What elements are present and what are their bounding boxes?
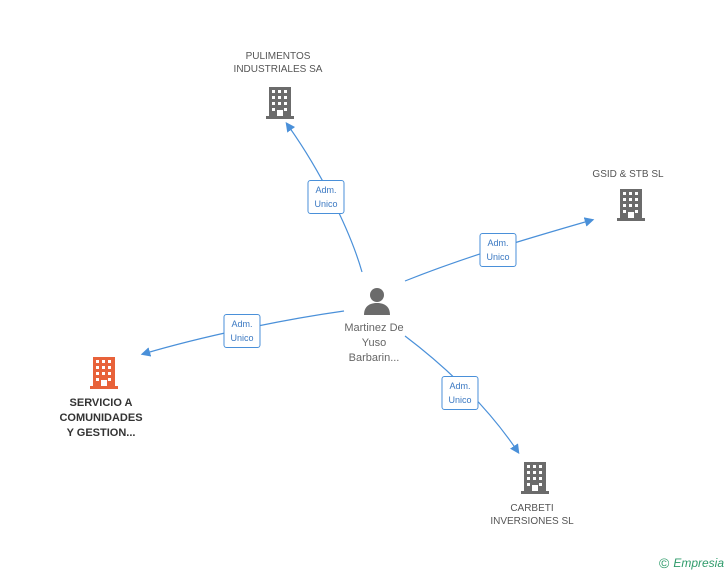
- building-icon[interactable]: [264, 86, 296, 119]
- person-label: Martinez De Yuso Barbarin...: [344, 322, 404, 364]
- company-label-servicio: SERVICIO A COMUNIDADES Y GESTION...: [59, 397, 143, 439]
- company-label-gsid: GSID & STB SL: [592, 169, 664, 180]
- building-icon[interactable]: [519, 461, 551, 494]
- edge-label-pulimentos[interactable]: Adm. Unico: [307, 180, 345, 214]
- brand-logo[interactable]: Empresia: [673, 556, 724, 570]
- company-label-pulimentos: PULIMENTOS INDUSTRIALES SA: [233, 51, 323, 75]
- person-icon[interactable]: [362, 286, 392, 316]
- edge-label-gsid[interactable]: Adm. Unico: [479, 233, 517, 267]
- company-label-carbeti: CARBETI INVERSIONES SL: [490, 503, 574, 527]
- edge-label-servicio[interactable]: Adm. Unico: [223, 314, 261, 348]
- footer-branding: © Empresia: [659, 555, 724, 571]
- building-icon-highlighted[interactable]: [88, 356, 120, 389]
- building-icon[interactable]: [615, 188, 647, 221]
- edge-label-carbeti[interactable]: Adm. Unico: [441, 376, 479, 410]
- copyright-icon: ©: [658, 555, 670, 571]
